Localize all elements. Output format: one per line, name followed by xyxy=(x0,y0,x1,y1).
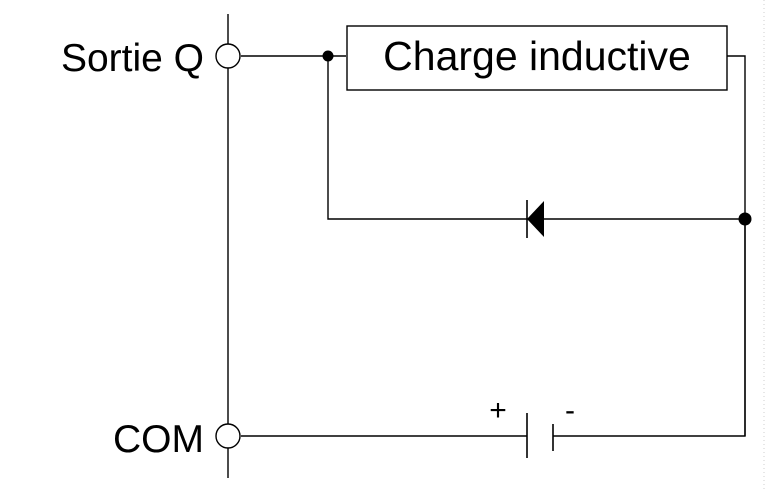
load-return-wire xyxy=(727,55,746,436)
right-junction-dot xyxy=(738,212,752,226)
diode-triangle xyxy=(527,201,544,237)
battery-minus-label: - xyxy=(565,394,575,427)
top-junction-dot xyxy=(322,50,334,62)
diode-branch-wire xyxy=(327,56,745,220)
battery-plus-label: + xyxy=(489,394,507,427)
inductive-load-box xyxy=(346,25,728,91)
inductive-load-label: Charge inductive xyxy=(383,33,691,79)
common-terminal xyxy=(215,423,241,449)
common-terminal-label: COM xyxy=(113,418,204,461)
output-terminal-label: Sortie Q xyxy=(61,37,204,80)
freewheeling-diode xyxy=(526,200,544,238)
battery-return-wire xyxy=(553,219,746,437)
dc-source: + - xyxy=(489,394,575,458)
output-terminal xyxy=(215,43,241,69)
